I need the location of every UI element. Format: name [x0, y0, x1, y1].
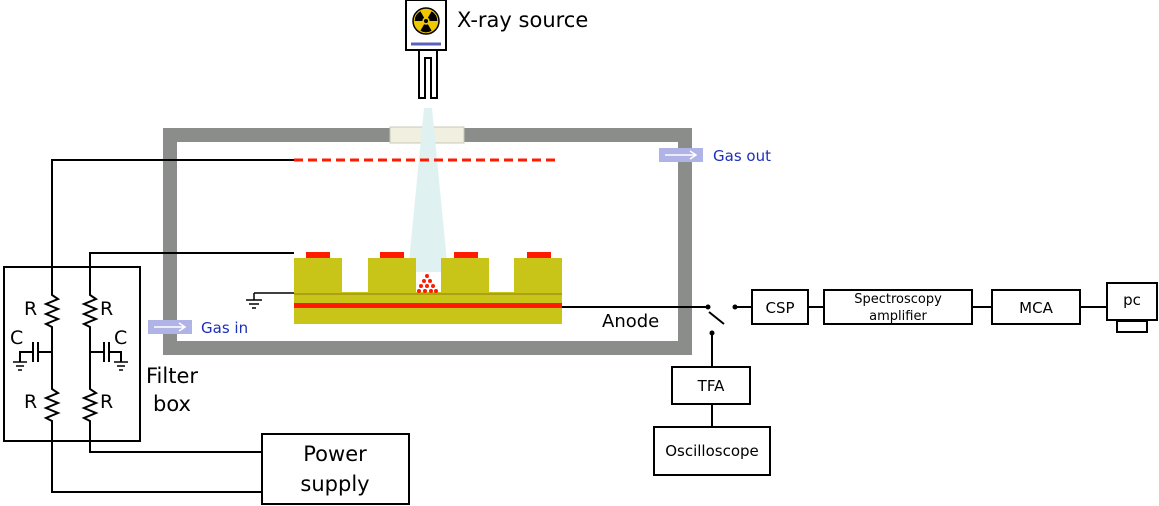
resistor-label-4: R: [100, 391, 113, 413]
filter-box-label-1: Filter: [146, 364, 198, 388]
power-supply-box: [261, 433, 410, 505]
electron-avalanche: [417, 274, 438, 293]
resistor-label-2: R: [100, 298, 113, 320]
radiation-icon: [412, 7, 440, 35]
csp-box: [751, 289, 809, 325]
detector-structure: [294, 252, 562, 324]
xray-beam: [408, 108, 448, 272]
resistor-label-3: R: [24, 391, 37, 413]
spectroscopy-amplifier-label-1: Spectroscopy: [854, 292, 942, 307]
gas-out-label: Gas out: [713, 147, 771, 165]
resistors: [43, 290, 99, 424]
wiring: [51, 159, 1107, 493]
gas-in-arrow: [148, 320, 192, 334]
tfa-box: [671, 366, 751, 405]
spectroscopy-amplifier-label-2: amplifier: [869, 309, 927, 324]
filter-ground-icons: [13, 361, 128, 371]
gas-in-label: Gas in: [201, 319, 248, 337]
gas-out-arrow: [659, 148, 703, 162]
oscilloscope-label: Oscilloscope: [665, 442, 759, 460]
spectroscopy-amplifier-box: [823, 289, 973, 325]
pc-label: pc: [1123, 291, 1141, 309]
capacitor-label-1: C: [10, 327, 23, 349]
tfa-label: TFA: [697, 377, 725, 395]
mca-box: [991, 289, 1081, 325]
power-supply-label-1: Power: [303, 442, 367, 466]
anode-strip: [294, 303, 562, 308]
xray-source-label: X-ray source: [457, 8, 588, 32]
mca-label: MCA: [1019, 299, 1053, 317]
csp-label: CSP: [765, 299, 794, 317]
resistor-label-1: R: [24, 298, 37, 320]
xray-source: [405, 0, 447, 99]
pc-icon: [1106, 282, 1158, 333]
capacitors: [19, 342, 122, 362]
oscilloscope-box: [653, 426, 771, 476]
power-supply-label-2: supply: [300, 472, 369, 496]
filter-box: [3, 266, 141, 442]
ground-icon: [246, 292, 294, 309]
filter-box-label-2: box: [153, 392, 191, 416]
anode-label: Anode: [602, 311, 659, 332]
capacitor-label-2: C: [114, 327, 127, 349]
